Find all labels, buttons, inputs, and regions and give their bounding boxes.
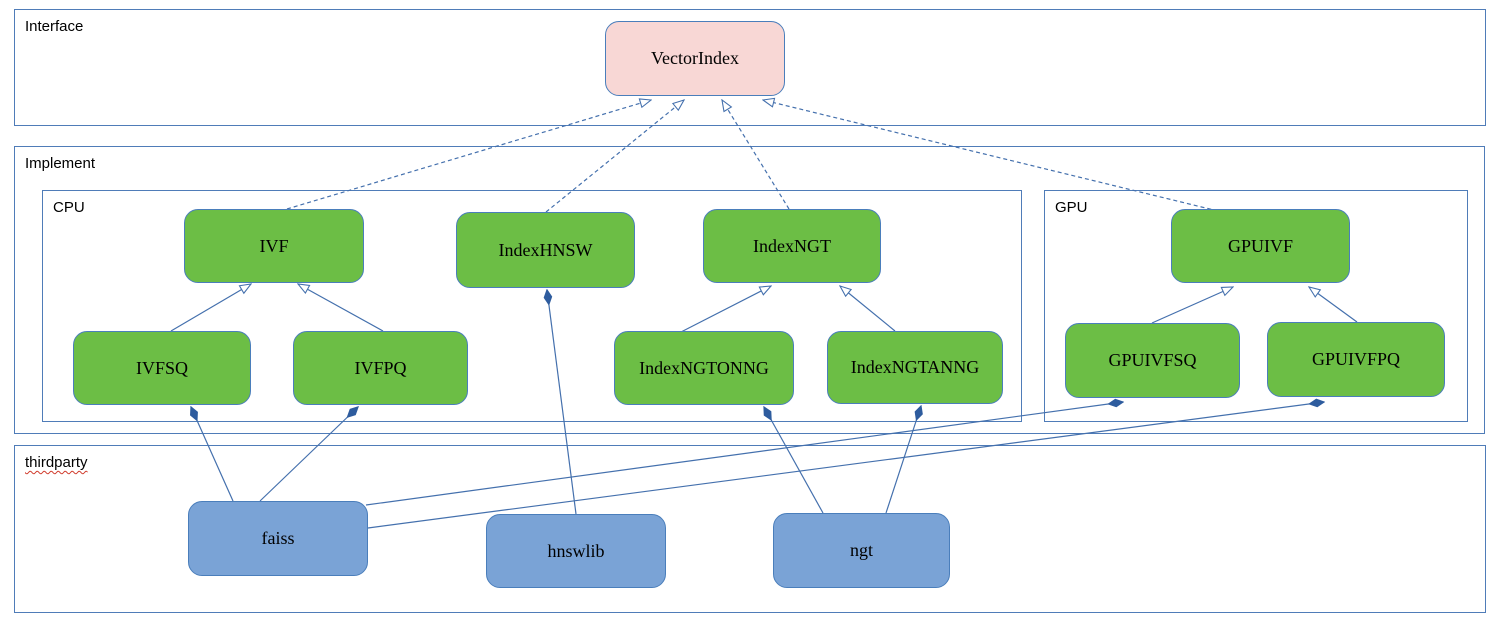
- container-thirdparty: thirdparty: [14, 445, 1486, 613]
- container-gpu: GPU: [1044, 190, 1468, 422]
- container-label-thirdparty: thirdparty: [25, 454, 88, 471]
- edge-hnswlib-indexhnsw-composition: [547, 290, 577, 515]
- edge-gpuivfpq-gpuivf-generalization: [1309, 287, 1358, 323]
- container-label-cpu: CPU: [53, 199, 85, 216]
- edge-ivfpq-ivf-generalization: [298, 284, 384, 332]
- container-label-interface: Interface: [25, 18, 84, 35]
- edge-ngt-indexngtanng-composition: [885, 406, 921, 514]
- container-interface: Interface: [14, 9, 1486, 126]
- edge-gpuivfsq-gpuivf-generalization: [1151, 287, 1233, 324]
- edge-faiss-gpuivfsq-composition: [365, 402, 1123, 506]
- edge-indexhnsw-vectorindex-realization: [545, 100, 684, 213]
- edge-faiss-ivfsq-composition: [191, 407, 234, 502]
- edge-indexngt-vectorindex-realization: [722, 100, 790, 210]
- container-label-gpu: GPU: [1055, 199, 1088, 216]
- container-implement: Implement: [14, 146, 1485, 434]
- edge-ivfsq-ivf-generalization: [170, 284, 251, 332]
- container-label-implement: Implement: [25, 155, 96, 172]
- edge-indexngtonng-indexngt-generalization: [680, 286, 771, 333]
- edge-ngt-indexngtonng-composition: [764, 407, 824, 514]
- edge-gpuivf-vectorindex-realization: [763, 100, 1219, 212]
- edge-ivf-vectorindex-realization: [286, 100, 651, 210]
- container-cpu: CPU: [42, 190, 1022, 422]
- edge-faiss-ivfpq-composition: [259, 407, 358, 502]
- edge-faiss-gpuivfpq-composition: [367, 402, 1324, 529]
- edge-indexngtanng-indexngt-generalization: [840, 286, 896, 332]
